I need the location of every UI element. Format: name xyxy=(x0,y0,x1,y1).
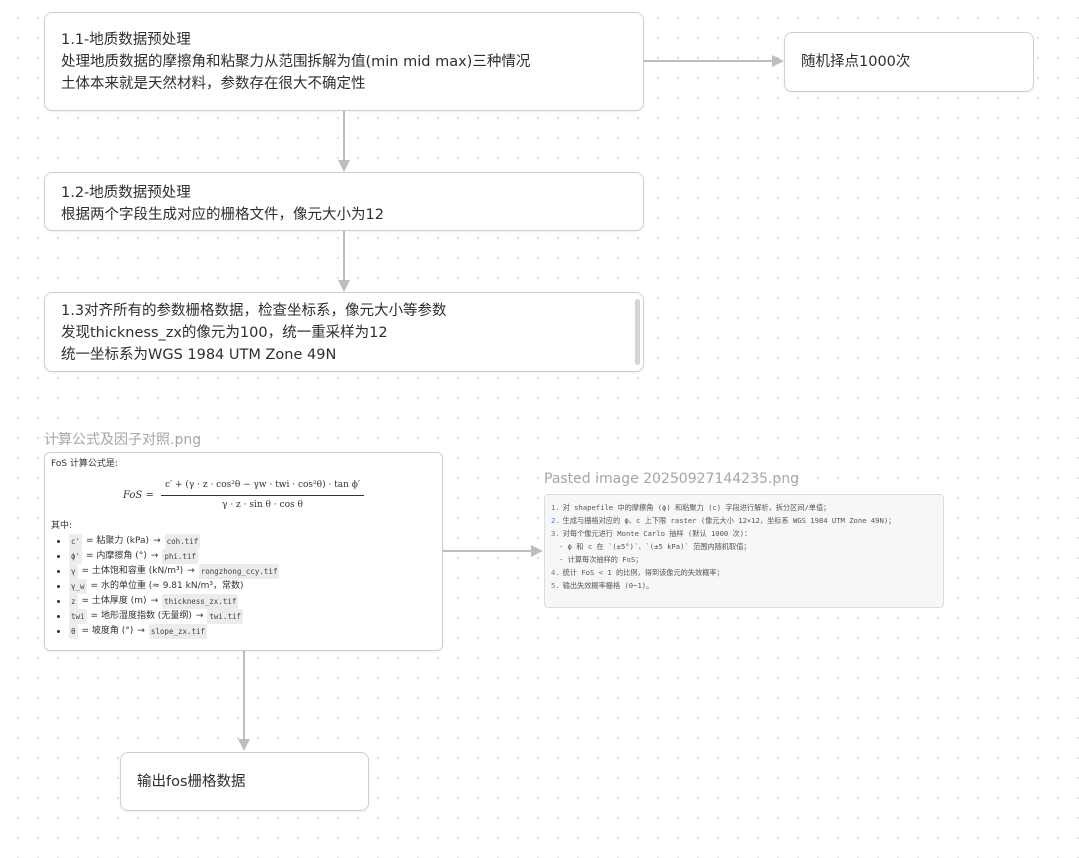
node-scrollbar[interactable] xyxy=(635,299,640,365)
node-random-sample[interactable]: 随机择点1000次 xyxy=(784,32,1034,92)
factor-symbol: c' xyxy=(69,534,83,549)
node-title: 1.1-地质数据预处理 xyxy=(61,32,191,48)
bullet-icon xyxy=(57,630,60,633)
factor-item: c' = 粘聚力 (kPa) → coh.tif xyxy=(51,534,436,549)
pasted-line: 5.输出失效概率栅格 (0~1)。 xyxy=(551,581,654,590)
factor-desc: = 坡度角 (°) xyxy=(81,626,134,636)
arrow-icon: → xyxy=(195,611,204,621)
image-node-title: 计算公式及因子对照.png xyxy=(44,432,202,448)
bullet-icon xyxy=(57,585,60,588)
bullet-icon xyxy=(57,570,60,573)
image-node-title: Pasted image 20250927144235.png xyxy=(544,471,799,487)
node-output[interactable]: 输出fos栅格数据 xyxy=(120,752,369,811)
factor-symbol: γ xyxy=(69,564,78,579)
pasted-line: - ϕ 和 c 在 `(±5°)`、`(±5 kPa)` 范围内随机取值； xyxy=(559,542,751,551)
arrow-icon: → xyxy=(187,566,195,576)
node-text: 根据两个字段生成对应的栅格文件，像元大小为12 xyxy=(61,207,384,223)
formula-lhs: FoS = xyxy=(123,490,154,501)
factor-symbol: θ xyxy=(69,624,78,639)
pasted-line: 4.统计 FoS < 1 的比例，得到该像元的失效概率； xyxy=(551,568,724,577)
image-node-pasted[interactable]: 1.对 shapefile 中的摩擦角 (ϕ) 和粘聚力 (c) 字段进行解析，… xyxy=(544,494,944,608)
factor-desc: = 水的单位重 (≈ 9.81 kN/m³，常数) xyxy=(90,581,244,591)
node-step-1-3[interactable]: 1.3对齐所有的参数栅格数据，检查坐标系，像元大小等参数 发现thickness… xyxy=(44,292,644,372)
factor-desc: = 地形湿度指数 (无量纲) xyxy=(90,611,192,621)
arrow-icon: → xyxy=(153,536,161,546)
factor-desc: = 粘聚力 (kPa) xyxy=(86,536,150,546)
factor-item: ϕ' = 内摩擦角 (°) → phi.tif xyxy=(51,549,436,564)
node-text: 输出fos栅格数据 xyxy=(137,774,246,790)
arrow-icon: → xyxy=(150,551,159,561)
factor-file: phi.tif xyxy=(162,549,198,564)
formula-denominator: γ · z · sin θ · cos θ xyxy=(222,500,303,510)
arrow-icon: → xyxy=(150,596,159,606)
bullet-icon xyxy=(57,600,60,603)
bullet-icon xyxy=(57,615,60,618)
node-title: 1.3对齐所有的参数栅格数据，检查坐标系，像元大小等参数 xyxy=(61,303,447,319)
node-step-1-2[interactable]: 1.2-地质数据预处理 根据两个字段生成对应的栅格文件，像元大小为12 xyxy=(44,172,644,231)
factor-item: γ = 土体饱和容重 (kN/m³) → rongzhong_ccy.tif xyxy=(51,564,436,579)
where-label: 其中: xyxy=(51,521,73,531)
formula-numerator: c′ + (γ · z · cos²θ − γw · twi · cos²θ) … xyxy=(161,478,364,496)
factor-symbol: z xyxy=(69,594,78,609)
factor-item: twi = 地形湿度指数 (无量纲) → twi.tif xyxy=(51,609,436,624)
factor-item: z = 土体厚度 (m) → thickness_zx.tif xyxy=(51,594,436,609)
pasted-line: - 计算每次抽样的 FoS； xyxy=(559,555,643,564)
factor-file: coh.tif xyxy=(164,534,201,549)
factor-desc: = 内摩擦角 (°) xyxy=(86,551,147,561)
factor-item: θ = 坡度角 (°) → slope_zx.tif xyxy=(51,624,436,639)
formula-fraction: c′ + (γ · z · cos²θ − γw · twi · cos²θ) … xyxy=(161,478,364,513)
factor-file: rongzhong_ccy.tif xyxy=(198,564,280,579)
node-title: 1.2-地质数据预处理 xyxy=(61,185,191,201)
factor-file: twi.tif xyxy=(207,609,243,624)
formula-heading: FoS 计算公式是: xyxy=(51,459,118,469)
node-text: 统一坐标系为WGS 1984 UTM Zone 49N xyxy=(61,347,337,363)
node-text: 发现thickness_zx的像元为100，统一重采样为12 xyxy=(61,325,388,341)
factor-symbol: γ_w xyxy=(69,579,87,594)
factor-desc: = 土体厚度 (m) xyxy=(81,596,147,606)
image-node-formula[interactable]: FoS 计算公式是: FoS = c′ + (γ · z · cos²θ − γ… xyxy=(44,452,443,651)
fos-formula: FoS = c′ + (γ · z · cos²θ − γw · twi · c… xyxy=(51,478,436,513)
factor-file: slope_zx.tif xyxy=(148,624,208,639)
factor-item: γ_w = 水的单位重 (≈ 9.81 kN/m³，常数) xyxy=(51,579,436,594)
factor-symbol: ϕ' xyxy=(69,549,83,564)
bullet-icon xyxy=(57,555,60,558)
pasted-line: 2.生成与栅格对应的 ϕ、c 上下限 raster (像元大小 12×12，坐标… xyxy=(551,516,896,525)
node-text: 处理地质数据的摩擦角和粘聚力从范围拆解为值(min mid max)三种情况 xyxy=(61,54,531,70)
factor-symbol: twi xyxy=(69,609,87,624)
pasted-line: 3.对每个像元进行 Monte Carlo 抽样 (默认 1000 次)： xyxy=(551,529,752,538)
node-step-1-1[interactable]: 1.1-地质数据预处理 处理地质数据的摩擦角和粘聚力从范围拆解为值(min mi… xyxy=(44,12,644,111)
node-text: 随机择点1000次 xyxy=(801,54,911,70)
node-text: 土体本来就是天然材料，参数存在很大不确定性 xyxy=(61,76,366,92)
factor-file: thickness_zx.tif xyxy=(162,594,239,609)
bullet-icon xyxy=(57,540,60,543)
arrow-icon: → xyxy=(137,626,145,636)
factor-list: c' = 粘聚力 (kPa) → coh.tif ϕ' = 内摩擦角 (°) →… xyxy=(51,534,436,639)
factor-desc: = 土体饱和容重 (kN/m³) xyxy=(81,566,184,576)
pasted-line: 1.对 shapefile 中的摩擦角 (ϕ) 和粘聚力 (c) 字段进行解析，… xyxy=(551,503,831,512)
